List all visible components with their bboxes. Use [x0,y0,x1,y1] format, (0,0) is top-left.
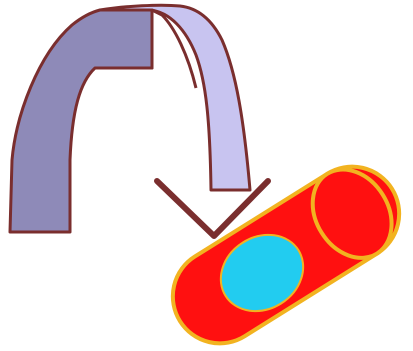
curved-arrow-icon [10,5,268,236]
arrow-left-band [10,10,152,232]
